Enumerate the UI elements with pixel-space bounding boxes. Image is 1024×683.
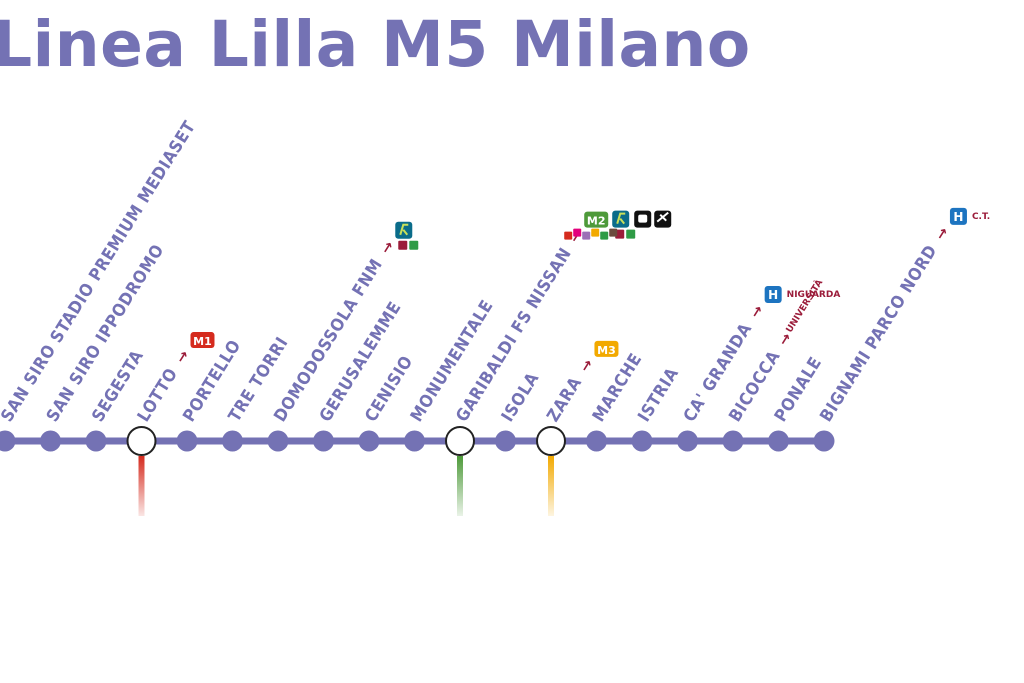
badge-group-bignami-parco-nord: H C.T.: [949, 207, 990, 225]
suburban-line-icon: [591, 228, 600, 237]
line-badge-m2: [584, 211, 609, 228]
station-stop-domodossola-fnm: [267, 430, 289, 452]
station-stop-san-siro-stadio-premium-mediaset: [0, 430, 16, 452]
line-badge-label: M1: [193, 335, 212, 348]
station-stop-ponale: [768, 430, 789, 452]
suburban-line-icon: [582, 231, 591, 240]
train-icon-body: [638, 214, 648, 223]
station-stop-ca-granda: [677, 430, 698, 452]
station-stop-bicocca: [722, 430, 744, 452]
station-label-group-gerusalemme: GERUSALEMME: [316, 298, 406, 425]
suburban-icon: [398, 240, 408, 250]
arrow-icon: →: [173, 348, 193, 367]
airplane-icon-shape: [656, 211, 669, 223]
destination-label-c-t: C.T.: [972, 212, 990, 222]
hospital-icon-label: H: [768, 288, 778, 302]
passante-r-mark: [616, 212, 626, 225]
station-stop-portello: [176, 430, 198, 452]
station-stop-san-siro-ippodromo: [40, 430, 61, 452]
suburban-line-icon: [609, 228, 618, 237]
arrow-icon: →: [747, 303, 767, 322]
passante-r-mark: [399, 223, 409, 236]
line-badge-label: M3: [597, 344, 616, 357]
interchange-connector-m2: [457, 456, 463, 516]
station-label-zara: ZARA: [543, 374, 586, 426]
station-stop-istria: [631, 430, 653, 452]
suburban-icon: [626, 229, 636, 239]
badge-group-zara: M3: [594, 340, 619, 357]
station-stop-gerusalemme: [313, 430, 334, 452]
station-stop-tre-torri: [222, 430, 243, 452]
interchange-stop-zara: [536, 426, 566, 456]
arrow-icon: →: [378, 238, 398, 257]
suburban-icon: [615, 229, 625, 239]
suburban-icon: [409, 240, 419, 250]
badge-group-ca-granda: H NIGUARDA: [764, 285, 841, 303]
arrow-icon: →: [933, 224, 953, 243]
arrow-icon: →: [577, 356, 597, 375]
station-label-gerusalemme: GERUSALEMME: [316, 298, 406, 425]
badge-group-domodossola-fnm: [395, 221, 419, 250]
interchange-connector-m1: [138, 456, 145, 516]
line-badge-m1: [190, 332, 215, 349]
station-label-group-domodossola-fnm: DOMODOSSOLA FNM→: [270, 221, 419, 426]
line-badge-m3: [594, 340, 619, 357]
station-label-group-istria: ISTRIA: [634, 364, 683, 426]
station-label-group-bignami-parco-nord: BIGNAMI PARCO NORD→H C.T.: [816, 207, 990, 426]
suburban-line-icon: [573, 228, 582, 237]
station-stop-marche: [586, 430, 607, 452]
hospital-icon-label: H: [953, 210, 963, 224]
airplane-icon: [654, 210, 672, 228]
station-label-monumentale: MONUMENTALE: [407, 297, 498, 426]
station-stop-segesta: [85, 430, 107, 452]
station-stop-cenisio: [358, 430, 380, 452]
destination-label-universit: UNIVERSITÀ: [783, 277, 825, 335]
badge-group-lotto: M1: [190, 332, 215, 349]
suburban-line-icon: [600, 231, 609, 240]
station-label-group-isola: ISOLA: [498, 369, 544, 426]
page-title: Linea Lilla M5 Milano: [0, 8, 751, 81]
interchange-stop-lotto: [126, 426, 157, 456]
hospital-icon: [949, 207, 967, 225]
station-label-lotto: LOTTO: [134, 365, 182, 426]
station-label-isola: ISOLA: [498, 369, 544, 426]
line-badge-label: M2: [587, 215, 606, 228]
destination-label-niguarda: NIGUARDA: [787, 290, 841, 300]
suburban-line-icon: [564, 231, 573, 240]
station-label-group-monumentale: MONUMENTALE: [407, 297, 498, 426]
station-label-bignami-parco-nord: BIGNAMI PARCO NORD: [816, 242, 941, 426]
badge-group-garibaldi-fs-nissan: M2: [564, 210, 672, 240]
station-stop-bignami-parco-nord: [813, 430, 835, 452]
interchange-stop-garibaldi-fs-nissan: [445, 426, 475, 456]
interchange-connector-m3: [548, 456, 554, 516]
hospital-icon: [764, 285, 782, 303]
station-stop-isola: [495, 430, 516, 452]
station-label-istria: ISTRIA: [634, 364, 683, 426]
station-stop-monumentale: [404, 430, 425, 452]
